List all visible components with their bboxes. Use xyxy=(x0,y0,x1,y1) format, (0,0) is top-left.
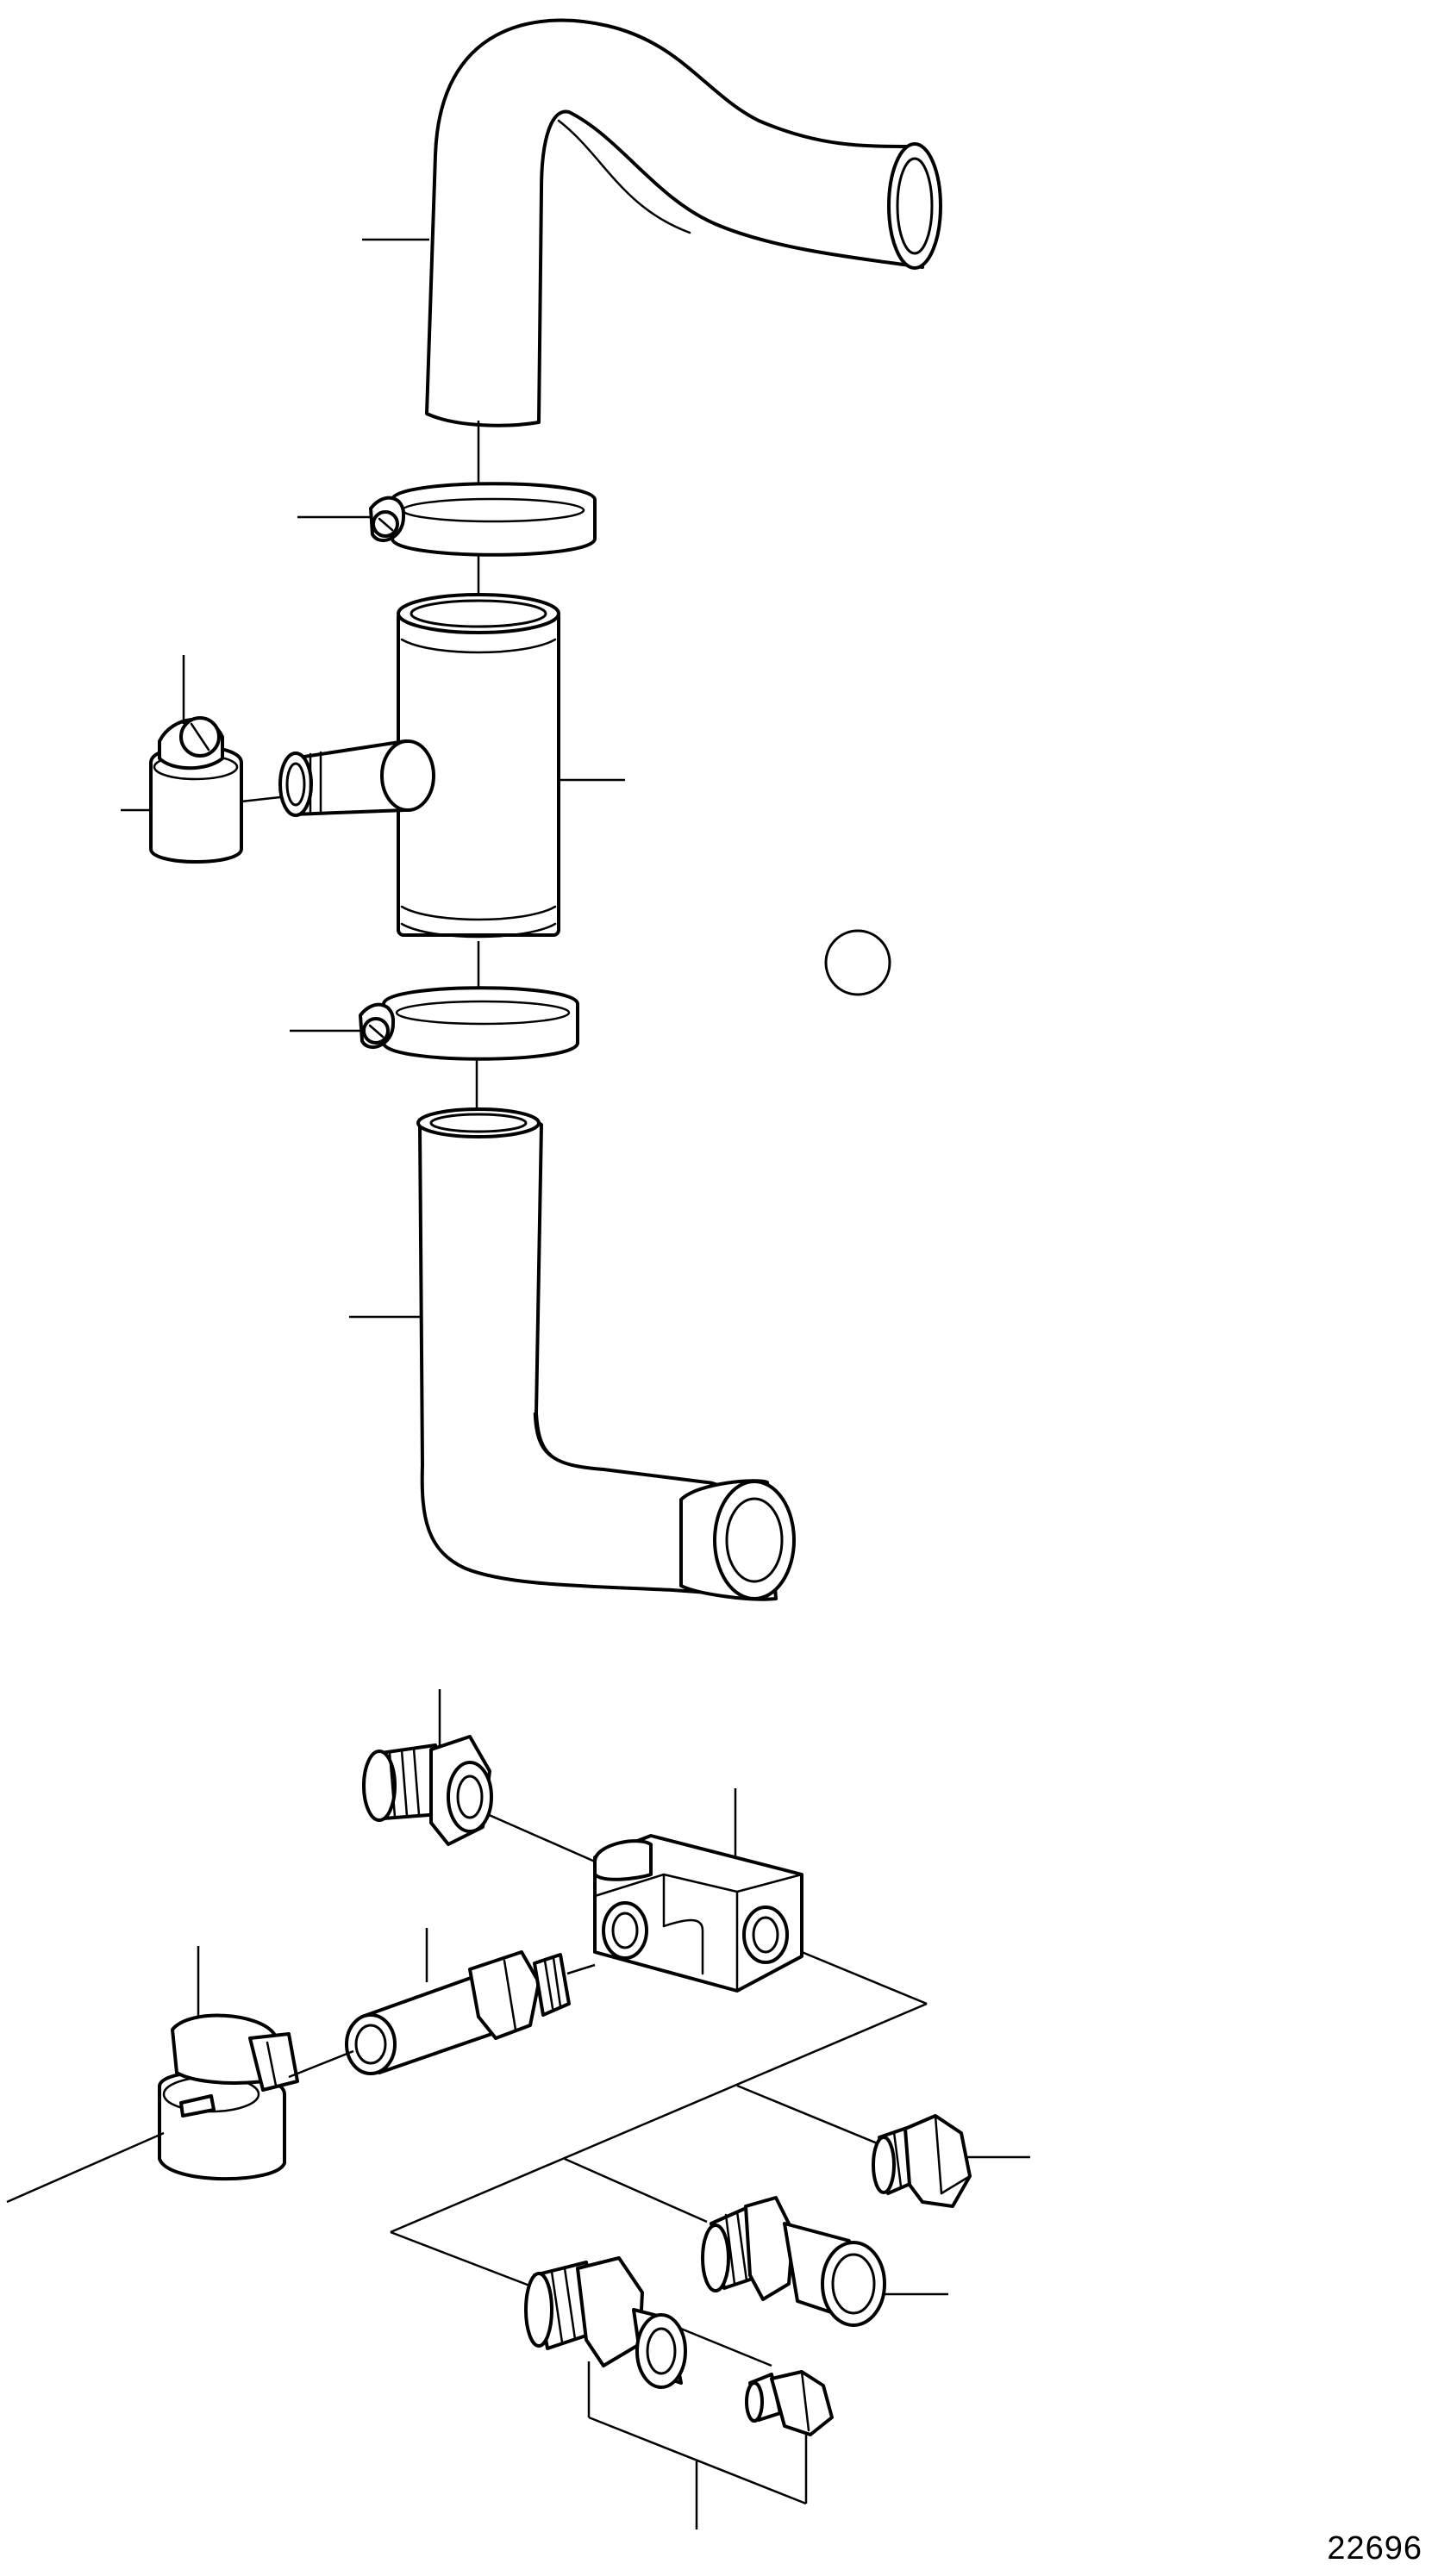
threaded-adapter-nipple xyxy=(362,1735,493,1846)
tee-connector-pipe xyxy=(278,593,560,939)
upper-hose-clamp xyxy=(369,482,597,557)
hose-nipple-fitting xyxy=(345,1950,571,2075)
lower-hose-clamp xyxy=(359,986,579,1061)
axis-clamp-to-nipple xyxy=(288,2049,354,2079)
small-hose-clamp xyxy=(158,2013,299,2181)
leader-small-hose-clamp-side xyxy=(6,2131,165,2204)
axis-side-branch xyxy=(241,795,281,803)
upper-bent-hose xyxy=(425,18,942,427)
axis-adapter-to-tee xyxy=(486,1812,596,1863)
side-branch-hose-clamp xyxy=(149,716,243,864)
small-drain-plug xyxy=(745,2370,834,2436)
lower-bent-hose xyxy=(416,1107,796,1601)
figure-number: 22696 xyxy=(1327,2530,1422,2567)
hex-plug xyxy=(872,2114,972,2208)
hose-adapter xyxy=(701,2196,886,2327)
tee-block-fitting xyxy=(593,1834,803,1993)
group-bracket xyxy=(588,2416,807,2529)
assembly-routing-lines xyxy=(390,1950,928,2367)
axis-nipple-to-tee xyxy=(566,1963,596,1975)
threaded-adapter xyxy=(524,2256,687,2389)
blank-reference-circle xyxy=(824,929,891,996)
